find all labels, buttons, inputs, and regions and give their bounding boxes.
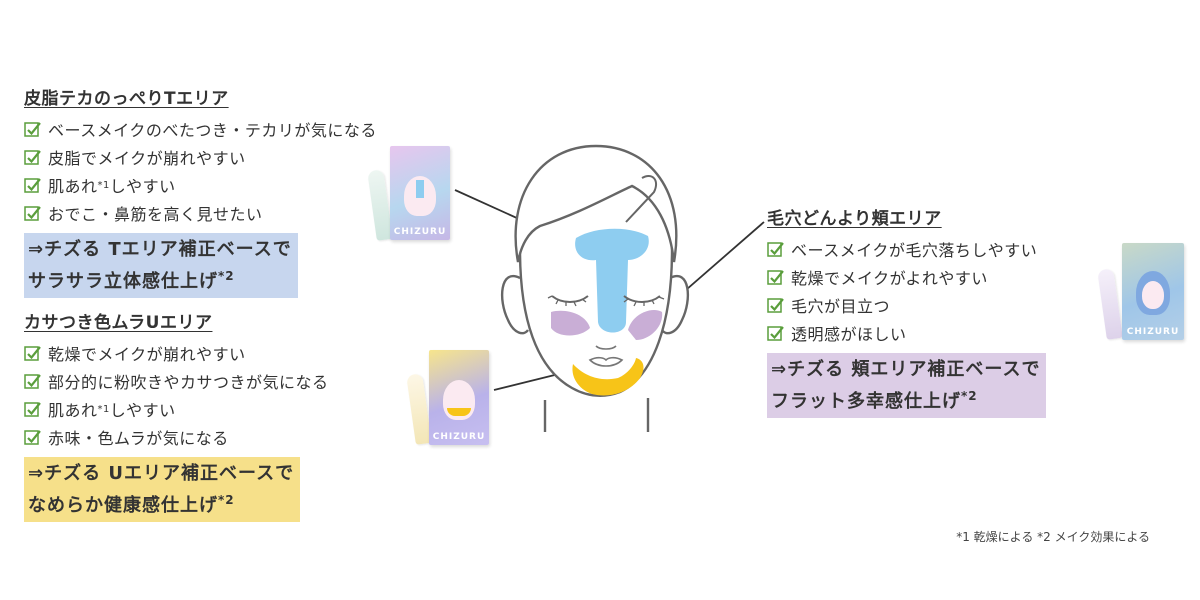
checklist-item-text-after: しやすい	[109, 401, 176, 420]
checklist-item-text: 肌あれ	[48, 177, 98, 196]
t-zone-mark	[416, 180, 424, 198]
checklist-item: 毛穴が目立つ	[767, 291, 1046, 319]
product-tube	[367, 169, 393, 241]
nose	[595, 345, 617, 350]
checklist-item-text: 肌あれ	[48, 401, 98, 420]
footnote-marker: *2	[218, 269, 235, 283]
u-area-connector-line	[493, 367, 584, 391]
callout-line-2: なめらか健康感仕上げ	[28, 495, 218, 516]
t-area-callout: ⇒チズる Tエリア補正ベースで サラサラ立体感仕上げ*2	[24, 233, 298, 298]
checklist-item-text: 赤味・色ムラが気になる	[48, 429, 229, 448]
checklist-item-text: 透明感がほしい	[791, 325, 907, 344]
checkbox-checked-icon	[24, 205, 41, 221]
checklist-item-text-after: しやすい	[109, 177, 176, 196]
face-left-ear	[501, 274, 529, 335]
cheek-area-callout: ⇒チズる 頬エリア補正ベースで フラット多幸感仕上げ*2	[767, 353, 1047, 418]
left-eye	[551, 295, 589, 303]
cheek-area-section: 毛穴どんより頬エリア ベースメイクが毛穴落ちしやすい 乾燥でメイクがよれやすい …	[767, 204, 1047, 418]
t-zone-shape	[575, 228, 649, 333]
checkbox-checked-icon	[24, 177, 41, 193]
checkbox-checked-icon	[24, 121, 41, 137]
checkbox-checked-icon	[767, 297, 784, 313]
footnote-marker: *1	[97, 179, 110, 191]
checklist-item: ベースメイクのべたつき・テカリが気になる	[24, 115, 377, 143]
footnote: *1 乾燥による *2 メイク効果による	[956, 530, 1150, 544]
face-hair-part	[625, 174, 658, 223]
callout-line-1: ⇒チズる 頬エリア補正ベースで	[771, 359, 1041, 380]
footnote-marker: *2	[218, 493, 235, 507]
face-hair	[514, 144, 678, 263]
left-eyelashes	[547, 295, 587, 307]
checklist-item-text: 毛穴が目立つ	[791, 297, 891, 316]
checklist-item-text: ベースメイクが毛穴落ちしやすい	[791, 241, 1038, 260]
checklist-item-text: おでこ・鼻筋を高く見せたい	[48, 205, 263, 224]
footnote-marker: *2	[961, 389, 978, 403]
product-brand-label: CHIZURU	[1126, 327, 1180, 337]
character-face	[1142, 281, 1164, 309]
checklist-item-text: 部分的に粉吹きやカサつきが気になる	[48, 373, 329, 392]
product-box: CHIZURU	[429, 350, 489, 445]
footnote-marker: *1	[97, 403, 110, 415]
t-area-heading: 皮脂テカのっぺりTエリア	[24, 89, 229, 109]
face-right-ear	[661, 274, 689, 335]
checkbox-checked-icon	[24, 429, 41, 445]
right-cheek-zone	[628, 310, 663, 340]
checklist-item: 部分的に粉吹きやカサつきが気になる	[24, 367, 329, 395]
right-eyelashes	[623, 296, 665, 307]
checklist-item: 透明感がほしい	[767, 319, 1046, 347]
face-outline	[518, 146, 674, 397]
product-tube	[406, 373, 432, 445]
t-area-connector-line	[454, 189, 593, 253]
checkbox-checked-icon	[24, 149, 41, 165]
callout-line-2: フラット多幸感仕上げ	[771, 391, 961, 412]
cheek-area-heading: 毛穴どんより頬エリア	[767, 209, 942, 229]
checkbox-checked-icon	[24, 373, 41, 389]
product-box: CHIZURU	[390, 146, 450, 240]
checklist-item-text: 皮脂でメイクが崩れやすい	[48, 149, 246, 168]
product-box: CHIZURU	[1122, 243, 1184, 340]
checkbox-checked-icon	[24, 345, 41, 361]
checklist-item-text: 乾燥でメイクが崩れやすい	[48, 345, 246, 364]
left-cheek-zone	[551, 310, 590, 336]
product-brand-label: CHIZURU	[393, 227, 447, 237]
cheek-area-product-image: CHIZURU	[1097, 243, 1186, 341]
callout-line-1: ⇒チズる Uエリア補正ベースで	[28, 463, 295, 484]
checklist-item-text: 乾燥でメイクがよれやすい	[791, 269, 988, 288]
checklist-item: おでこ・鼻筋を高く見せたい	[24, 199, 377, 227]
checkbox-checked-icon	[24, 401, 41, 417]
checklist-item-text: ベースメイクのべたつき・テカリが気になる	[48, 121, 377, 140]
u-zone-shape	[572, 358, 644, 396]
u-zone-mark	[447, 408, 471, 416]
checklist-item: 赤味・色ムラが気になる	[24, 423, 329, 451]
checklist-item: 乾燥でメイクが崩れやすい	[24, 339, 329, 367]
checklist-item: ベースメイクが毛穴落ちしやすい	[767, 235, 1046, 263]
right-eye	[623, 295, 661, 303]
product-tube	[1097, 268, 1123, 340]
cheek-area-connector-line	[639, 221, 765, 331]
face-neck	[543, 398, 650, 432]
checkbox-checked-icon	[767, 241, 784, 257]
lips	[588, 356, 624, 367]
t-area-product-image: CHIZURU	[367, 146, 452, 241]
u-area-heading: カサつき色ムラUエリア	[24, 313, 213, 333]
u-area-callout: ⇒チズる Uエリア補正ベースで なめらか健康感仕上げ*2	[24, 457, 301, 522]
checkbox-checked-icon	[767, 269, 784, 285]
checklist-item: 皮脂でメイクが崩れやすい	[24, 143, 377, 171]
u-area-product-image: CHIZURU	[406, 350, 491, 446]
callout-line-2: サラサラ立体感仕上げ	[28, 271, 218, 292]
product-brand-label: CHIZURU	[432, 432, 486, 442]
callout-line-1: ⇒チズる Tエリア補正ベースで	[28, 239, 292, 260]
checklist-item: 乾燥でメイクがよれやすい	[767, 263, 1046, 291]
checkbox-checked-icon	[767, 325, 784, 341]
u-area-section: カサつき色ムラUエリア 乾燥でメイクが崩れやすい 部分的に粉吹きやカサつきが気に…	[24, 308, 329, 522]
t-area-section: 皮脂テカのっぺりTエリア ベースメイクのべたつき・テカリが気になる 皮脂でメイク…	[24, 84, 377, 298]
